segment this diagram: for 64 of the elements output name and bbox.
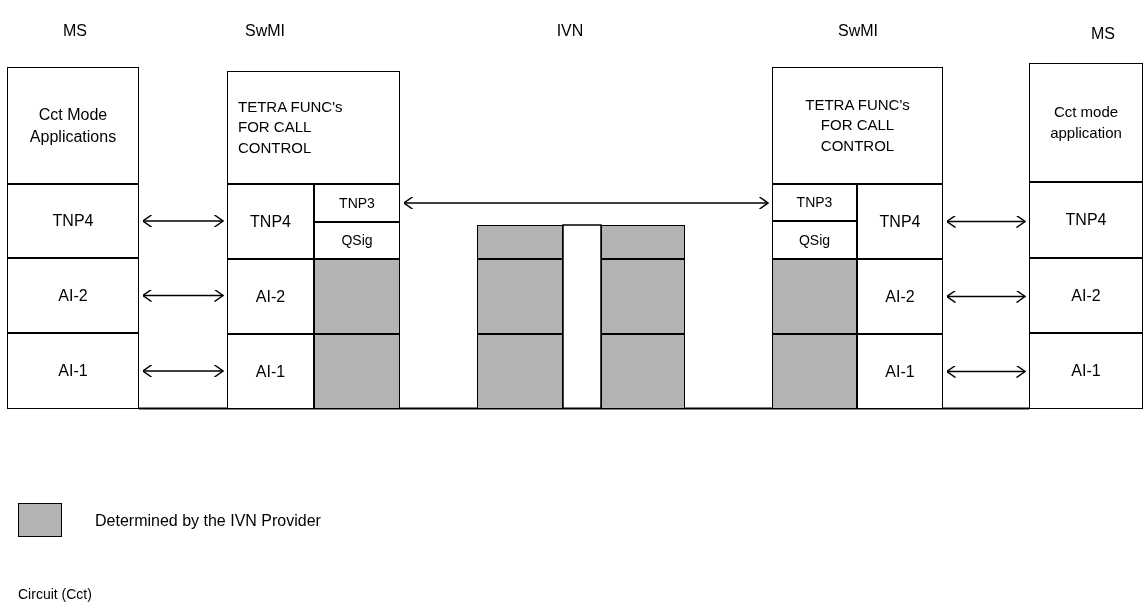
layer-box — [772, 67, 943, 184]
shaded-box — [601, 259, 685, 334]
shaded-box — [772, 259, 857, 334]
shaded-box — [314, 259, 400, 334]
layer-box — [1029, 182, 1143, 258]
layer-label: TETRA FUNC's FOR CALL CONTROL — [237, 97, 344, 158]
layer-label: Cct mode application — [1049, 102, 1123, 143]
shaded-box — [601, 225, 685, 259]
layer-box — [7, 258, 139, 333]
layer-box — [1029, 258, 1143, 333]
layer-label: TNP4 — [879, 211, 921, 232]
double-arrow — [946, 214, 1026, 229]
layer-box — [7, 184, 139, 258]
column-heading: SwMI — [245, 22, 285, 40]
layer-label: AI-2 — [58, 285, 88, 306]
layer-box — [772, 184, 857, 221]
layer-label: AI-2 — [255, 286, 286, 307]
shaded-box — [314, 334, 400, 409]
layer-box — [7, 67, 139, 184]
layer-label: TNP4 — [250, 211, 291, 232]
double-arrow — [946, 289, 1026, 304]
column-heading: IVN — [556, 22, 584, 40]
layer-box — [857, 334, 943, 409]
legend-text: Determined by the IVN Provider — [95, 512, 321, 530]
layer-box — [772, 221, 857, 259]
double-arrow — [142, 288, 224, 303]
double-arrow — [403, 196, 769, 210]
double-arrow — [142, 214, 224, 228]
layer-box — [314, 184, 400, 222]
layer-label: AI-1 — [58, 361, 88, 382]
layer-box — [857, 259, 943, 334]
layer-label: TNP3 — [796, 193, 833, 212]
shaded-box — [772, 334, 857, 409]
double-arrow — [946, 364, 1026, 379]
layer-box — [227, 334, 314, 409]
column-heading: MS — [63, 22, 87, 40]
note-text: Circuit (Cct) — [18, 586, 92, 602]
layer-label: Cct Mode Applications — [28, 104, 118, 147]
layer-box — [857, 184, 943, 259]
layer-label: TETRA FUNC's FOR CALL CONTROL — [804, 95, 911, 156]
column-heading: MS — [1091, 25, 1115, 43]
layer-label: QSig — [341, 231, 373, 250]
layer-box — [227, 259, 314, 334]
layer-label: AI-2 — [885, 286, 915, 307]
layer-box — [227, 184, 314, 259]
double-arrow — [142, 364, 224, 378]
layer-label: AI-1 — [255, 361, 286, 382]
layer-label: AI-1 — [1071, 361, 1101, 382]
layer-box — [227, 71, 400, 184]
shaded-box — [477, 259, 563, 334]
layer-box — [1029, 63, 1143, 182]
layer-label: AI-1 — [885, 361, 915, 382]
layer-box — [314, 222, 400, 259]
layer-label: TNP3 — [339, 193, 375, 213]
layer-box — [7, 333, 139, 409]
layer-label: TNP4 — [1065, 210, 1107, 231]
layer-label: AI-2 — [1071, 285, 1101, 306]
layer-label: QSig — [798, 230, 831, 250]
shaded-box — [477, 225, 563, 259]
column-heading: SwMI — [838, 22, 878, 40]
shaded-box — [477, 334, 563, 409]
shaded-box — [601, 334, 685, 409]
layer-box — [1029, 333, 1143, 409]
layer-label: TNP4 — [52, 211, 94, 232]
